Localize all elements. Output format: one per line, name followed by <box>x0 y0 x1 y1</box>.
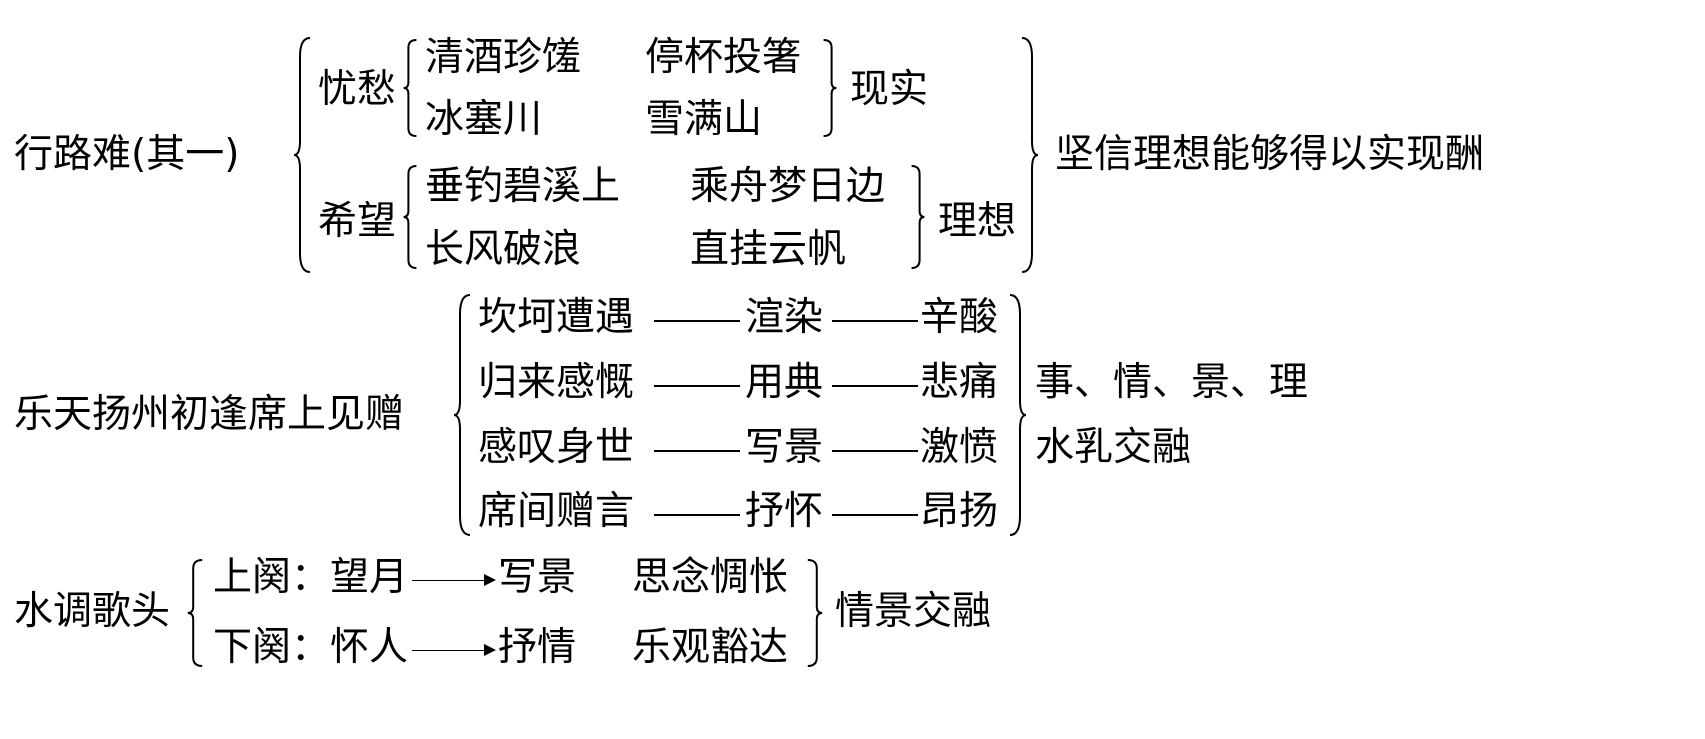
text-item: 感叹身世 <box>478 425 635 470</box>
left-brace <box>292 38 312 272</box>
text-item: 冰塞川 <box>425 97 543 142</box>
text-item: 辛酸 <box>920 295 999 340</box>
text-item: 乐观豁达 <box>632 625 789 670</box>
text-item: 清酒珍馐 <box>425 35 582 80</box>
text-item: 垂钓碧溪上 <box>425 164 621 209</box>
text-item: 渲染 <box>745 295 824 340</box>
poem-title-xinglunan: 行路难(其一) <box>14 132 240 177</box>
sorrow-label: 忧愁 <box>318 67 397 112</box>
left-brace <box>402 166 418 268</box>
left-brace <box>402 40 418 136</box>
result-text: 水乳交融 <box>1035 425 1192 470</box>
dash-line <box>654 514 740 516</box>
result-text: 情景交融 <box>835 589 992 634</box>
text-item: 抒怀 <box>745 489 824 534</box>
text-item: 下阕：怀人 <box>213 625 409 670</box>
text-item: 悲痛 <box>920 360 999 405</box>
reality-label: 现实 <box>850 67 929 112</box>
text-item: 思念惆怅 <box>632 555 789 600</box>
dash-line <box>832 450 918 452</box>
poem-title-shuidiaogetou: 水调歌头 <box>14 589 171 634</box>
dash-line <box>654 320 740 322</box>
text-item: 昂扬 <box>920 489 999 534</box>
text-item: 长风破浪 <box>425 227 582 272</box>
text-item: 写景 <box>498 555 577 600</box>
dash-line <box>832 514 918 516</box>
right-brace <box>1020 38 1040 272</box>
right-brace <box>806 560 824 666</box>
text-item: 席间赠言 <box>478 489 635 534</box>
text-item: 归来感慨 <box>478 360 635 405</box>
text-item: 抒情 <box>498 625 577 670</box>
conclusion-text: 坚信理想能够得以实现酬 <box>1055 132 1485 177</box>
text-item: 乘舟梦日边 <box>690 164 886 209</box>
ideal-label: 理想 <box>938 199 1017 244</box>
text-item: 停杯投箸 <box>645 35 802 80</box>
right-brace <box>822 40 838 136</box>
dash-line <box>654 385 740 387</box>
left-brace <box>186 560 204 666</box>
right-brace <box>1008 295 1028 535</box>
dash-line <box>654 450 740 452</box>
text-item: 用典 <box>745 360 824 405</box>
hope-label: 希望 <box>318 199 397 244</box>
dash-line <box>832 385 918 387</box>
arrow-right-icon <box>412 574 496 586</box>
text-item: 雪满山 <box>645 97 763 142</box>
text-item: 激愤 <box>920 425 999 470</box>
arrow-right-icon <box>412 644 496 656</box>
dash-line <box>832 320 918 322</box>
text-item: 直挂云帆 <box>690 227 847 272</box>
text-item: 坎坷遭遇 <box>478 295 635 340</box>
left-brace <box>452 295 472 535</box>
poem-title-letian: 乐天扬州初逢席上见赠 <box>14 392 405 437</box>
text-item: 写景 <box>745 425 824 470</box>
result-text: 事、情、景、理 <box>1035 360 1309 405</box>
text-item: 上阕：望月 <box>213 555 409 600</box>
right-brace <box>910 166 926 268</box>
